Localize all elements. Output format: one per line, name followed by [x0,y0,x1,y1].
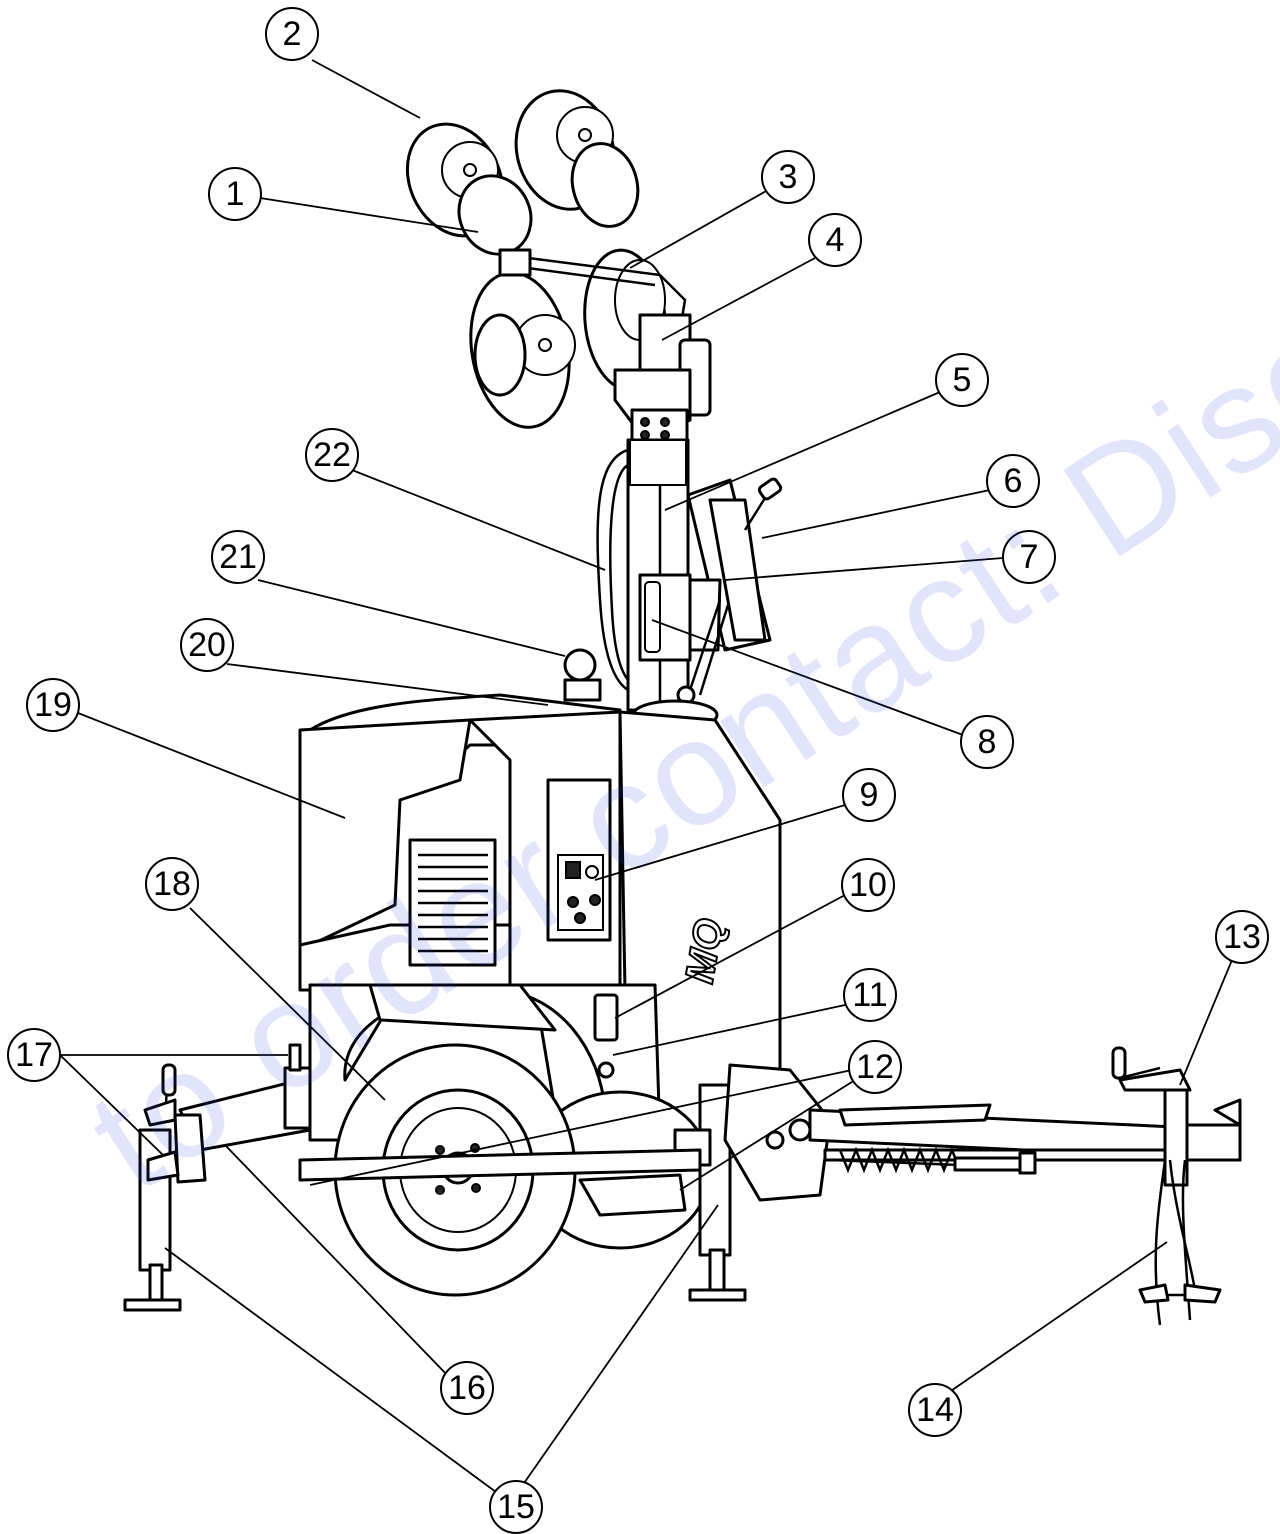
callout-1: 1 [208,167,262,221]
callout-13: 13 [1215,910,1269,964]
lamp-head-upper-left [405,122,533,256]
coiled-cable [596,448,629,692]
callout-19: 19 [26,678,80,732]
enclosure: MQ [298,693,782,1162]
callout-11: 11 [843,968,897,1022]
svg-text:12: 12 [856,1048,894,1086]
callout-5: 5 [935,353,989,407]
axle [298,1148,702,1182]
tow-tongue [723,1063,1242,1202]
right-jack [673,1083,747,1302]
svg-text:3: 3 [779,158,798,196]
safety-chains [1138,1159,1222,1326]
light-tower-illustration: MQ [123,89,1242,1326]
winch [686,477,783,652]
callout-22: 22 [305,428,359,482]
tongue-jack [1111,1046,1192,1187]
callout-16: 16 [440,1361,494,1415]
svg-text:9: 9 [860,776,879,814]
svg-text:17: 17 [15,1036,53,1074]
callout-20: 20 [180,618,234,672]
callout-15: 15 [489,1480,543,1534]
callout-9: 9 [842,768,896,822]
left-outrigger [123,1043,312,1312]
svg-text:21: 21 [219,538,257,576]
beacon [563,648,597,682]
callout-6: 6 [986,454,1040,508]
callout-10: 10 [841,858,895,912]
callout-21: 21 [211,530,265,584]
callout-12: 12 [848,1040,902,1094]
svg-text:5: 5 [953,361,972,399]
callout-7: 7 [1002,530,1056,584]
callout-4: 4 [808,213,862,267]
svg-text:18: 18 [153,865,191,903]
callout-14: 14 [908,1383,962,1437]
callout-8: 8 [960,715,1014,769]
callout-17: 17 [7,1028,61,1082]
callout-2: 2 [265,7,319,61]
svg-text:22: 22 [313,436,351,474]
svg-text:1: 1 [226,175,245,213]
lamp-head-lower-left [469,271,576,429]
svg-text:11: 11 [852,976,887,1014]
svg-text:20: 20 [188,626,226,664]
callout-3: 3 [761,150,815,204]
lamp-head-upper-right [514,89,640,228]
svg-text:2: 2 [283,15,302,53]
svg-text:8: 8 [978,723,997,761]
svg-text:14: 14 [916,1391,954,1429]
spring [829,1146,1037,1175]
svg-text:10: 10 [849,866,887,904]
svg-text:16: 16 [448,1369,486,1407]
svg-text:6: 6 [1004,462,1023,500]
svg-text:13: 13 [1223,918,1261,956]
leader-lines [59,59,1233,1496]
svg-text:19: 19 [34,686,72,724]
svg-text:15: 15 [497,1488,535,1526]
svg-text:7: 7 [1020,538,1039,576]
svg-text:4: 4 [826,221,845,259]
callout-18: 18 [145,857,199,911]
callouts: 1 2 3 4 5 6 7 8 9 10 11 12 13 14 15 16 1… [7,7,1269,1534]
